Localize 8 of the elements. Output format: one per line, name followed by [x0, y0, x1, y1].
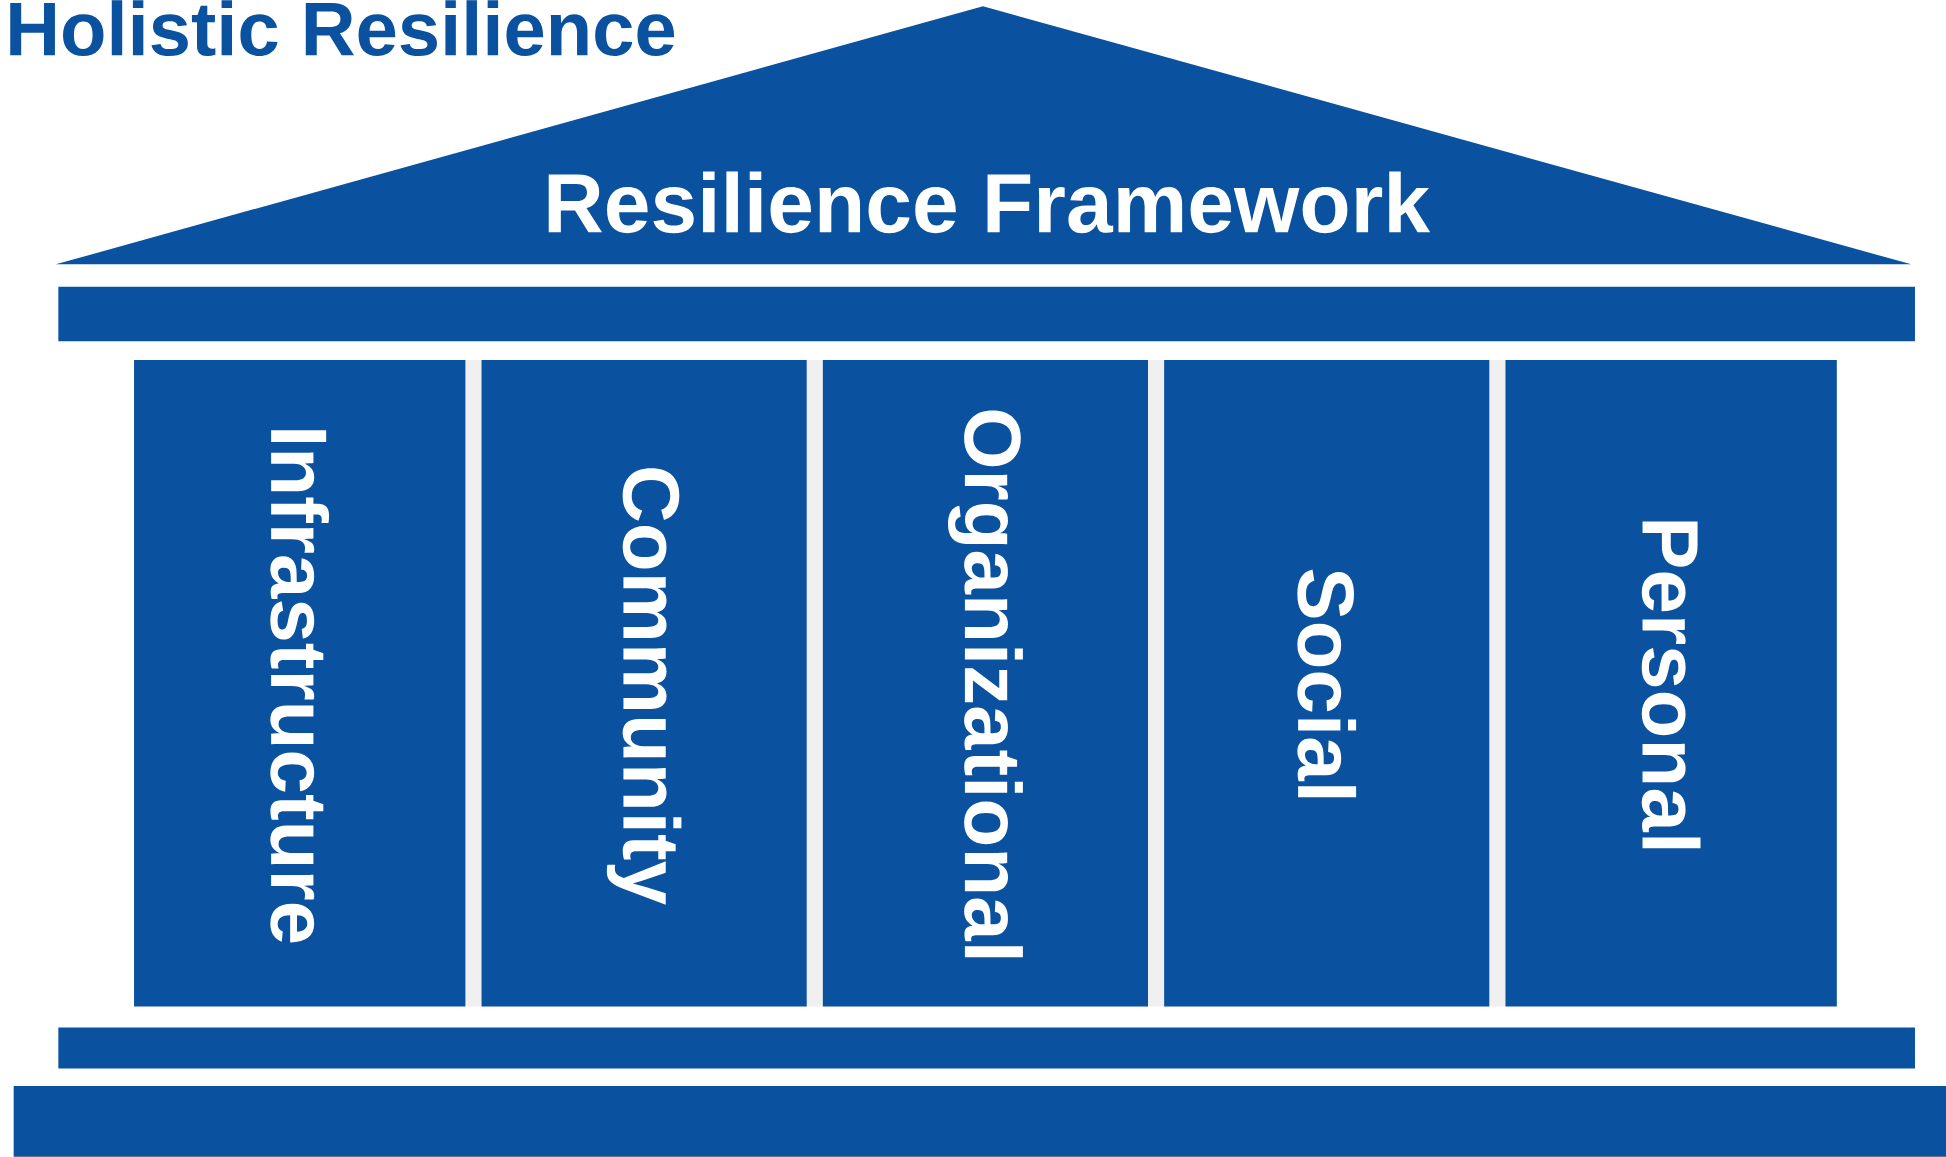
base-step	[13, 1085, 1946, 1157]
beam	[58, 1027, 1915, 1069]
beam	[58, 286, 1915, 342]
pillar: Organizational	[822, 359, 1148, 1007]
pillar: Personal	[1505, 359, 1837, 1007]
pillar: Social	[1164, 359, 1490, 1007]
pillar: Community	[481, 359, 807, 1007]
pillar: Infrastructure	[134, 359, 466, 1007]
